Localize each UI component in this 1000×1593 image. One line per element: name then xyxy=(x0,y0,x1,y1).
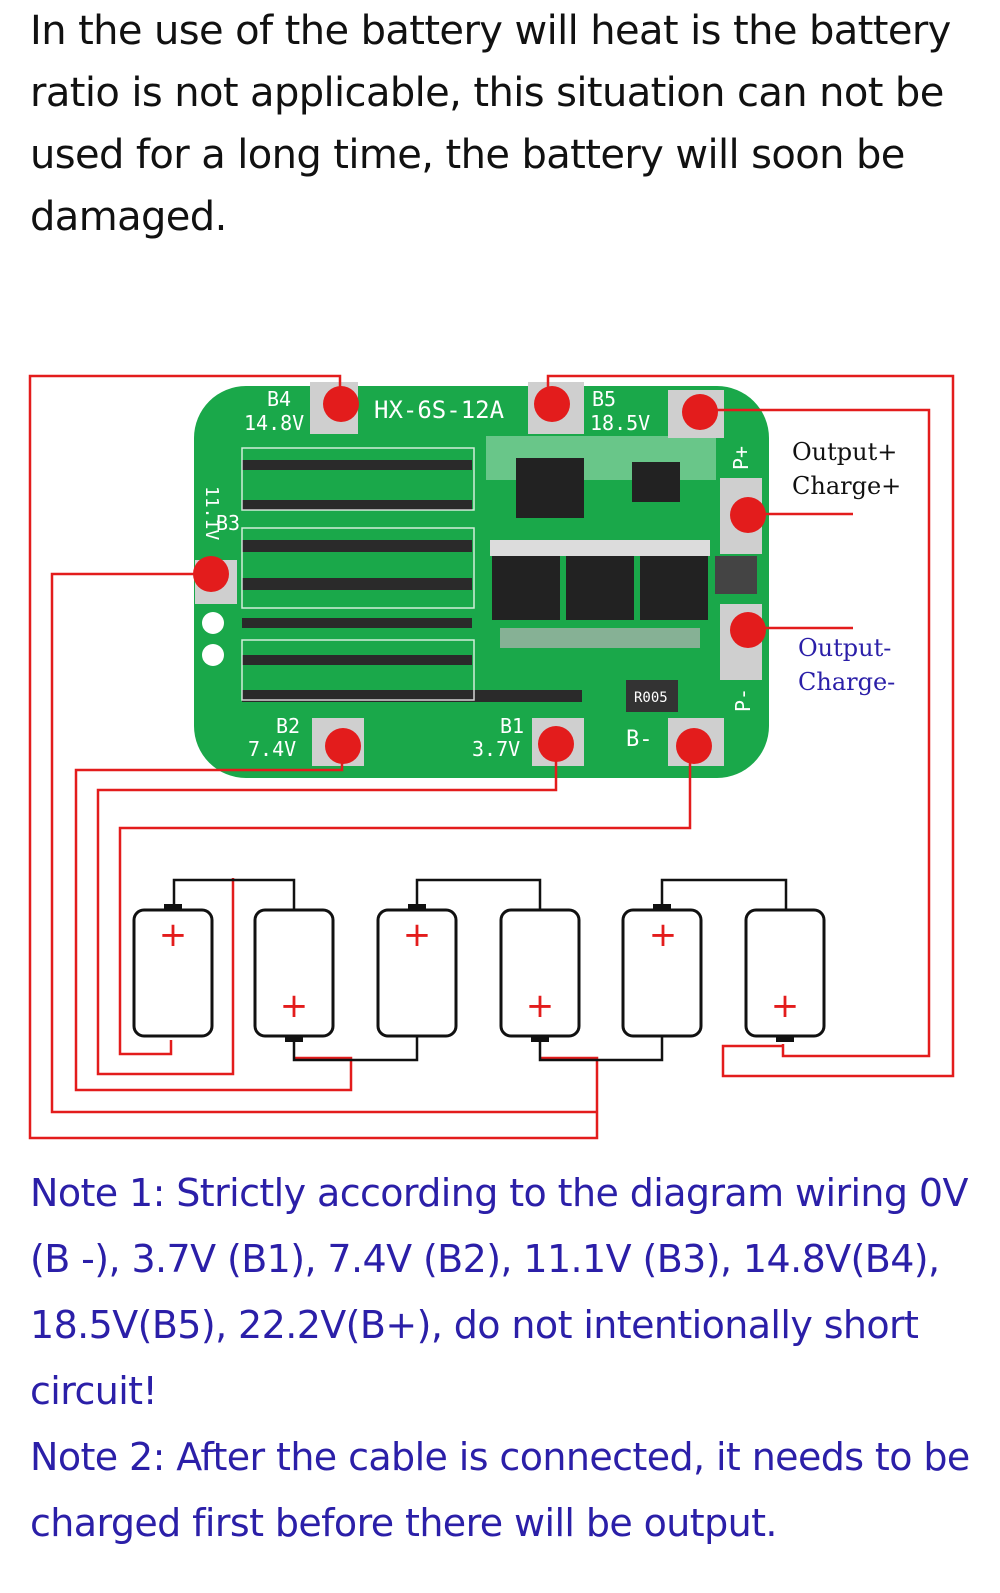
wiring xyxy=(28,374,955,1140)
battery-2-plus: + xyxy=(280,986,309,1026)
b2-voltage: 7.4V xyxy=(248,737,296,761)
intro-paragraph: In the use of the battery will heat is t… xyxy=(30,8,951,240)
output-plus-label: Output+ xyxy=(792,438,897,466)
note-2: Note 2: After the cable is connected, it… xyxy=(30,1435,970,1545)
battery-6-plus: + xyxy=(771,986,800,1026)
pplus-label: P+ xyxy=(729,446,753,470)
b5-label: B5 xyxy=(592,387,616,411)
battery-links xyxy=(172,878,788,1062)
b1-voltage: 3.7V xyxy=(472,737,520,761)
b5-voltage: 18.5V xyxy=(590,411,650,435)
battery-4-plus: + xyxy=(526,986,555,1026)
b3-voltage: 11.1V xyxy=(201,486,222,540)
b4-voltage: 14.8V xyxy=(244,411,304,435)
resistor-label: R005 xyxy=(634,690,668,706)
bminus-label: B- xyxy=(626,727,653,752)
b3-label: B3 xyxy=(216,511,240,535)
b1-label: B1 xyxy=(500,714,524,738)
battery-1-plus: + xyxy=(159,915,188,955)
notes-section: Note 1: Strictly according to the diagra… xyxy=(30,1160,990,1556)
battery-5-plus: + xyxy=(649,915,678,955)
output-minus-label: Output- xyxy=(798,634,891,662)
b2-label: B2 xyxy=(276,714,300,738)
battery-3-plus: + xyxy=(403,915,432,955)
board-model: HX-6S-12A xyxy=(374,396,505,424)
charge-plus-label: Charge+ xyxy=(792,472,901,500)
note-1: Note 1: Strictly according to the diagra… xyxy=(30,1171,968,1413)
solder-points xyxy=(193,386,766,764)
charge-minus-label: Charge- xyxy=(798,668,895,696)
b4-label: B4 xyxy=(267,387,291,411)
pminus-label: P- xyxy=(731,688,755,712)
